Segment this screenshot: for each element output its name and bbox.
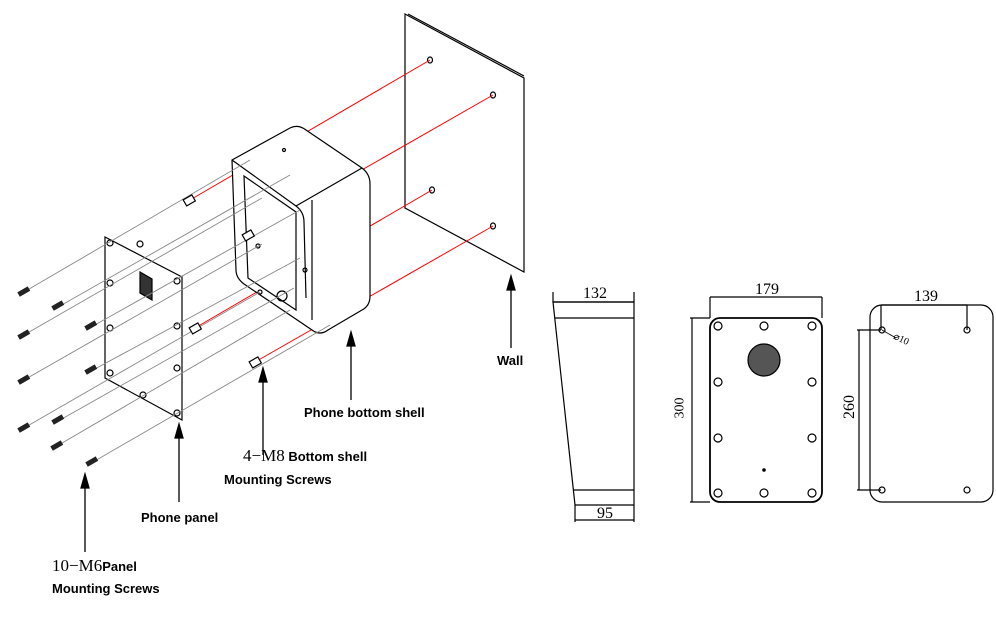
dim-side-top: 132 [583,285,607,302]
label-panel-screws-line2: Mounting Screws [52,581,160,596]
panel-screws [17,286,99,467]
label-bottom-shell-screws: 4−M8 Bottom shell [243,446,368,465]
label-phone-panel: Phone panel [141,510,219,525]
label-bottom-shell-screws-line2: Mounting Screws [224,472,332,487]
panel-screw-lines [23,159,331,463]
back-view [857,304,994,503]
dim-back-height: 260 [841,395,858,419]
label-phone-bottom-shell: Phone bottom shell [304,405,425,420]
dim-side-bottom: 95 [597,505,613,522]
speaker-grille [747,343,781,377]
side-view [552,292,635,522]
wall [404,12,525,274]
shell-screws [182,194,263,369]
phone-bottom-shell [231,125,371,334]
dim-back-width: 139 [914,288,938,305]
label-wall: Wall [497,353,524,368]
label-panel-screws: 10−M6Panel [52,556,137,575]
dim-front-width: 179 [755,281,779,298]
speaker-grille [139,270,153,302]
front-view [690,296,823,503]
dim-front-height: 300 [672,397,688,419]
phone-panel [104,236,183,422]
label-arrows [80,273,516,552]
